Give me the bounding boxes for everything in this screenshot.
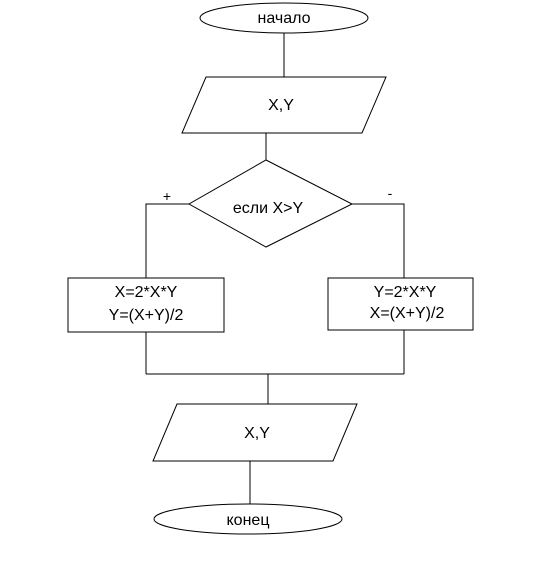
connector-decision-no-branch (352, 203, 405, 278)
process-no-block: Y=2*X*Y X=(X+Y)/2 (327, 277, 474, 331)
start-label: начало (257, 10, 310, 27)
process-yes-line2: Y=(X+Y)/2 (109, 307, 184, 324)
output-parallelogram (152, 403, 358, 462)
process-no-rect (327, 277, 474, 331)
connector-decision-yes-branch (145, 203, 189, 278)
end-ellipse (153, 503, 343, 535)
input-parallelogram (181, 76, 387, 134)
decision-no-label: - (388, 185, 393, 201)
end-label: конец (227, 512, 270, 529)
process-yes-block: X=2*X*Y Y=(X+Y)/2 (67, 277, 225, 333)
decision-yes-label: + (163, 188, 171, 204)
decision-label: если X>Y (233, 200, 304, 217)
process-no-line2: X=(X+Y)/2 (370, 305, 445, 322)
end-terminator: конец (153, 503, 343, 535)
process-yes-rect (67, 277, 225, 333)
process-no-line1: Y=2*X*Y (374, 284, 437, 301)
decision-diamond (187, 159, 354, 248)
connectors (145, 33, 405, 504)
decision-block: если X>Y (187, 159, 354, 248)
input-block: X,Y (181, 76, 387, 134)
start-terminator: начало (199, 2, 369, 34)
process-yes-line1: X=2*X*Y (115, 284, 178, 301)
output-label: X,Y (244, 425, 270, 442)
start-ellipse (199, 2, 369, 34)
output-block: X,Y (152, 403, 358, 462)
input-label: X,Y (268, 97, 294, 114)
